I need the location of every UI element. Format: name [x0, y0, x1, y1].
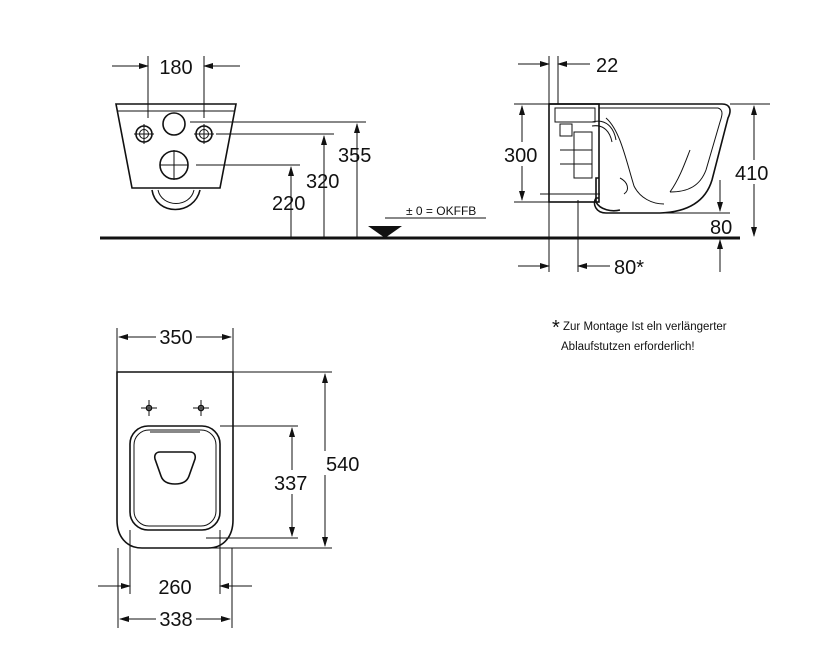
front-outlet: [151, 189, 201, 211]
floor-reference-label: ± 0 = OKFFB: [406, 204, 476, 218]
dim-80-horizontal: 80*: [614, 257, 644, 279]
dim-22: 22: [596, 55, 618, 77]
front-bowl-outline: [115, 103, 237, 189]
side-view: 22 300 410 80 80*: [500, 55, 776, 279]
dim-350: 350: [159, 327, 192, 349]
dim-80-vertical: 80: [710, 217, 732, 239]
dim-355: 355: [338, 145, 371, 167]
dim-540: 540: [326, 454, 359, 476]
side-bowl-outline: [549, 103, 731, 214]
top-view: 350 540 337 260 338: [98, 327, 366, 631]
side-outlet: [595, 177, 621, 212]
dim-338: 338: [159, 609, 192, 631]
top-bowl-opening: [153, 451, 197, 485]
dim-320: 320: [306, 171, 339, 193]
dim-260: 260: [158, 577, 191, 599]
installation-note: * Zur Montage Ist eln verlängerter Ablau…: [552, 317, 727, 353]
dim-180: 180: [159, 57, 192, 79]
front-view: 180 355 320 220 ± 0 = OKFFB: [112, 56, 486, 238]
top-bowl-outline: [116, 371, 234, 549]
note-asterisk: *: [552, 317, 560, 339]
note-line-1: Zur Montage Ist eln verlängerter: [563, 321, 727, 333]
top-seat-outline: [129, 425, 221, 531]
floor-reference-symbol: [368, 226, 402, 238]
front-water-inlet: [162, 112, 186, 136]
dim-220: 220: [272, 193, 305, 215]
dim-337: 337: [274, 473, 307, 495]
note-line-2: Ablaufstutzen erforderlich!: [561, 341, 695, 353]
dim-300: 300: [504, 145, 537, 167]
dim-410: 410: [735, 163, 768, 185]
